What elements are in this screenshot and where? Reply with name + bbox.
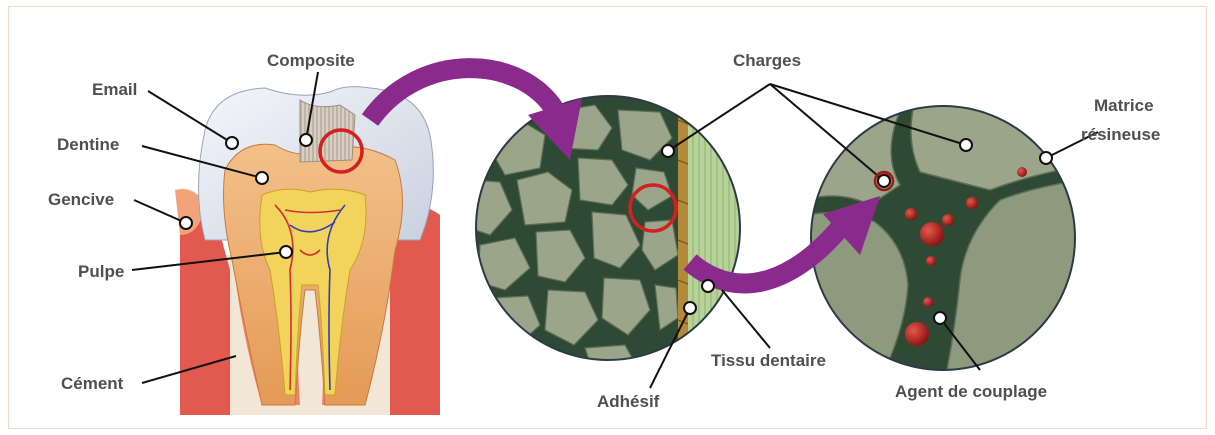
label-pulpe: Pulpe [78,262,124,282]
callout-dot-dentine [256,172,268,184]
label-composite: Composite [267,51,355,71]
label-email: Email [92,80,137,100]
callout-dot-tissu [702,280,714,292]
callout-dot-agent [934,312,946,324]
callout-dot-charges-1 [662,145,674,157]
callout-dot-adhesif [684,302,696,314]
label-agent: Agent de couplage [895,382,1047,402]
callout-dot-gencive [180,217,192,229]
callout-dot-pulpe [280,246,292,258]
label-gencive: Gencive [48,190,114,210]
callout-dot-charges-3 [960,139,972,151]
label-matrice-line2: résineuse [1081,125,1160,145]
label-charges: Charges [733,51,801,71]
callout-dot-matrice [1040,152,1052,164]
callout-dot-email [226,137,238,149]
callout-dot-charges-2 [878,175,890,187]
label-matrice-line1: Matrice [1094,96,1154,116]
label-dentine: Dentine [57,135,119,155]
label-tissu: Tissu dentaire [711,351,826,371]
callout-dot-composite [300,134,312,146]
label-cement: Cément [61,374,123,394]
magnifier-interface [470,90,758,378]
label-adhesif: Adhésif [597,392,659,412]
